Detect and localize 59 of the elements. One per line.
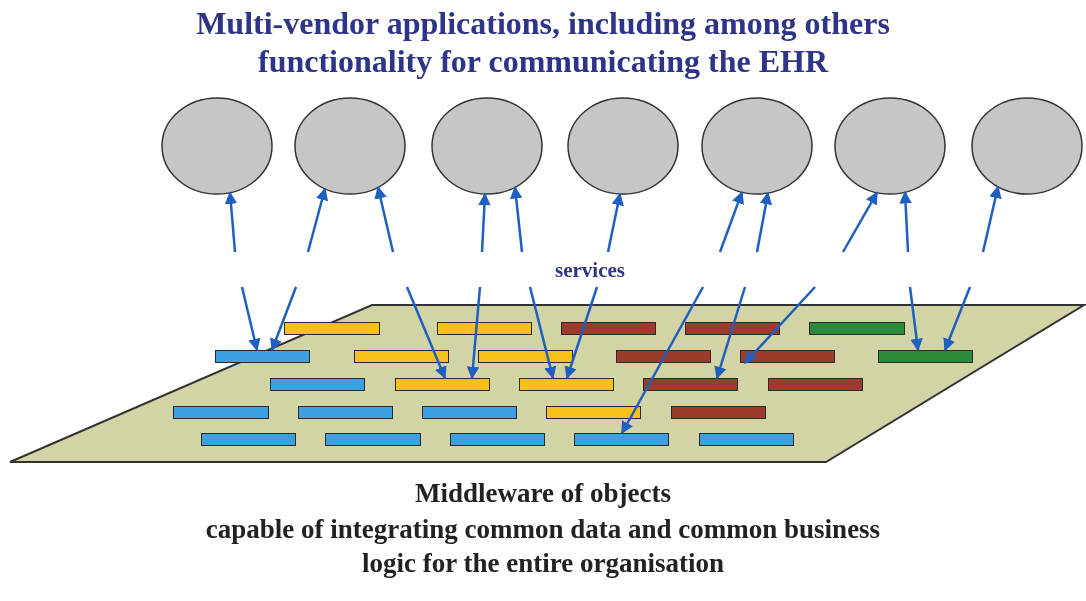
arrow [564,286,599,380]
application-ellipse [970,96,1084,196]
arrow [478,192,491,253]
object-bar [616,350,711,363]
arrow [306,187,329,253]
platform-description: capable of integrating common data and common business logic for the entire organisation [204,513,882,580]
object-bar [809,322,905,335]
object-bar [878,350,973,363]
arrow [714,286,747,380]
arrow [240,286,261,352]
object-bar [298,406,393,419]
arrow [943,286,972,352]
object-bar [478,350,573,363]
arrow [510,186,524,253]
object-bar [284,322,380,335]
object-bar [561,322,656,335]
arrow [606,192,624,253]
application-ellipse [293,96,407,196]
arrow [270,286,298,352]
application-ellipse [566,96,680,196]
application-ellipse [430,96,544,196]
arrow [899,190,912,253]
arrow [374,186,395,253]
object-bar [437,322,532,335]
object-bar [450,433,545,446]
arrow [841,191,879,253]
title: Multi-vendor applications, including among others functionality for communicating the EHR [195,4,891,80]
arrow [755,191,773,253]
object-bar [173,406,269,419]
application-ellipse [833,96,947,196]
application-ellipse [160,96,274,196]
arrow [224,191,238,253]
application-ellipse [700,96,814,196]
arrow [744,286,816,364]
object-bar [546,406,641,419]
arrow [981,185,1002,253]
object-bar [354,350,449,363]
arrow [405,286,447,380]
object-bar [768,378,863,391]
object-bar [519,378,614,391]
arrow [620,286,705,435]
object-bar [574,433,669,446]
object-bar [395,378,490,391]
object-bar [643,378,738,391]
arrow [466,286,482,380]
arrow [718,191,744,253]
object-bar [215,350,310,363]
services-label: services [555,258,625,283]
object-bar [270,378,365,391]
object-bar [422,406,517,419]
object-bar [699,433,794,446]
arrow [528,286,557,380]
object-bar [685,322,780,335]
object-bar [325,433,421,446]
object-bar [201,433,296,446]
arrow [908,286,923,352]
platform-heading: Middleware of objects [414,477,672,510]
object-bar [740,350,835,363]
object-bar [671,406,766,419]
